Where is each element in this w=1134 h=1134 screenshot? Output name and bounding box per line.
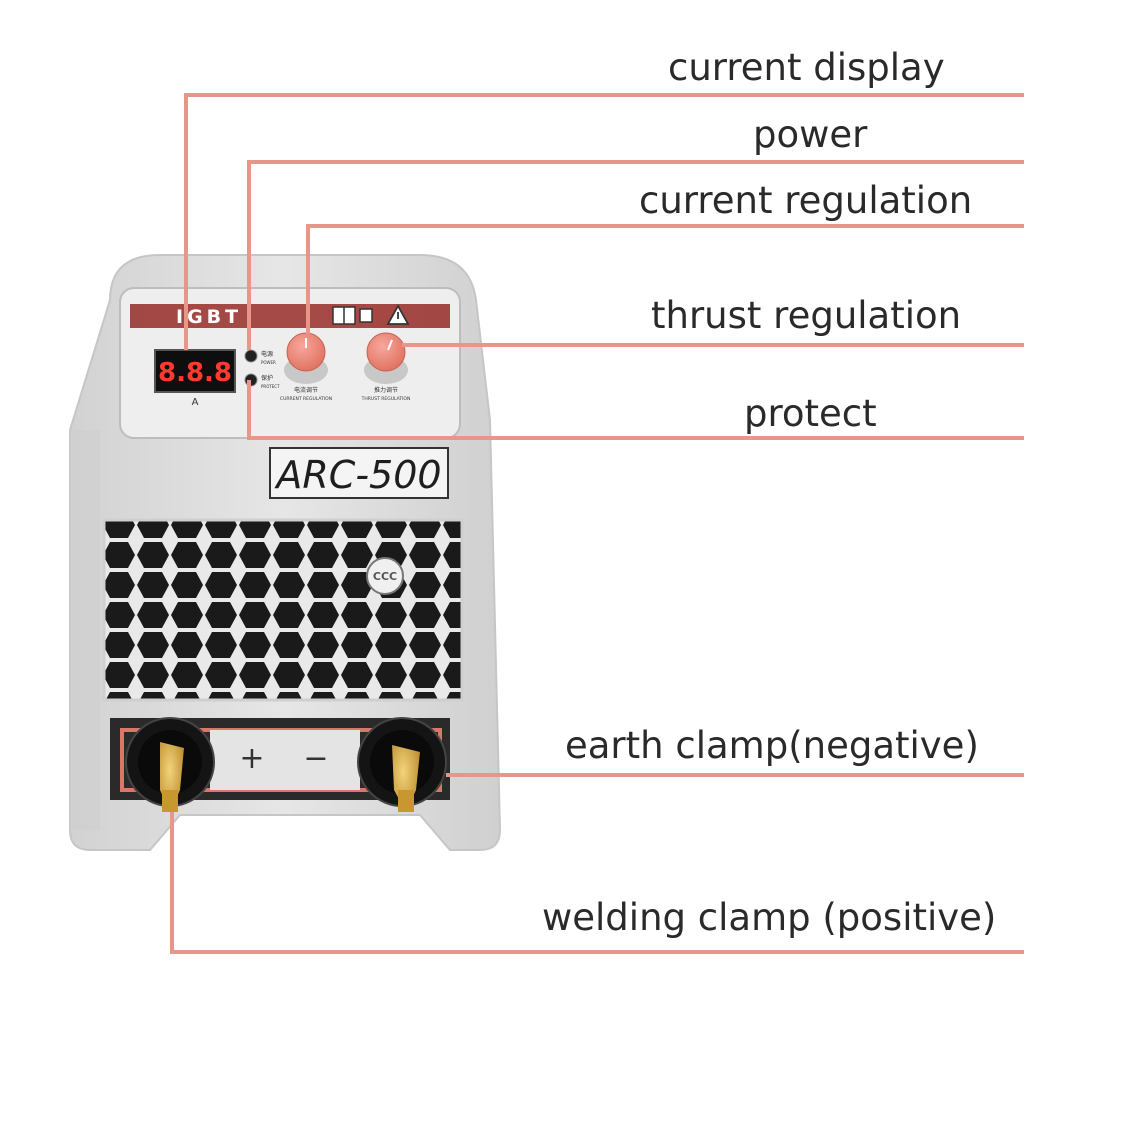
label-protect: protect	[744, 392, 877, 435]
leader-current-regulation-v	[306, 224, 310, 334]
protect-label-cn: 保护	[261, 374, 273, 382]
label-earth-clamp: earth clamp(negative)	[565, 724, 979, 767]
thrust-knob-label-cn: 推力调节	[374, 386, 398, 394]
ccc-cert-badge: CCC	[366, 557, 404, 595]
protect-label-en: PROTECT	[261, 384, 280, 389]
label-thrust-regulation: thrust regulation	[651, 294, 962, 337]
display-readout: 8.8.8	[158, 358, 232, 388]
leader-power-h	[247, 160, 1024, 164]
positive-terminal[interactable]	[125, 717, 215, 812]
plus-sign: +	[239, 741, 264, 776]
vent-grille: CCC	[102, 518, 464, 702]
speaker-icon	[359, 308, 373, 323]
minus-sign: −	[303, 741, 328, 776]
current-display	[154, 349, 236, 393]
current-regulation-knob[interactable]	[284, 332, 328, 384]
label-power: power	[753, 113, 868, 156]
thrust-regulation-knob[interactable]	[364, 332, 408, 384]
power-led	[244, 349, 258, 363]
current-knob-label-en: CURRENT REGULATION	[280, 396, 332, 402]
ccc-mark: CCC	[373, 570, 397, 583]
label-current-display: current display	[668, 46, 945, 89]
control-panel: IGBT 8.8.8 A 电源 POWER 保护 P	[119, 287, 461, 439]
thrust-knob-label-en: THRUST REGULATION	[361, 396, 411, 402]
negative-terminal[interactable]	[357, 717, 447, 812]
brand-text: IGBT	[176, 306, 242, 328]
power-label-cn: 电源	[261, 350, 273, 358]
leader-protect-h	[247, 436, 1024, 440]
leader-current-regulation-h	[306, 224, 1024, 228]
current-knob-label-cn: 电流调节	[294, 386, 318, 394]
label-welding-clamp: welding clamp (positive)	[542, 896, 997, 939]
leader-power-v	[247, 160, 251, 350]
leader-current-display-v	[184, 93, 188, 350]
display-unit: A	[192, 397, 199, 408]
label-current-regulation: current regulation	[639, 179, 973, 222]
leader-thrust-regulation-h	[402, 343, 1024, 347]
leader-protect-v	[247, 380, 251, 440]
leader-welding-clamp-h	[170, 950, 1024, 954]
leader-current-display-h	[184, 93, 1024, 97]
model-name: ARC-500	[273, 453, 441, 497]
manual-icon	[332, 306, 356, 325]
model-plate: ARC-500	[269, 447, 449, 499]
leader-welding-clamp-v	[170, 812, 174, 954]
warning-icon	[386, 304, 410, 325]
power-label-en: POWER	[261, 360, 276, 365]
leader-earth-clamp-h	[446, 773, 1024, 777]
